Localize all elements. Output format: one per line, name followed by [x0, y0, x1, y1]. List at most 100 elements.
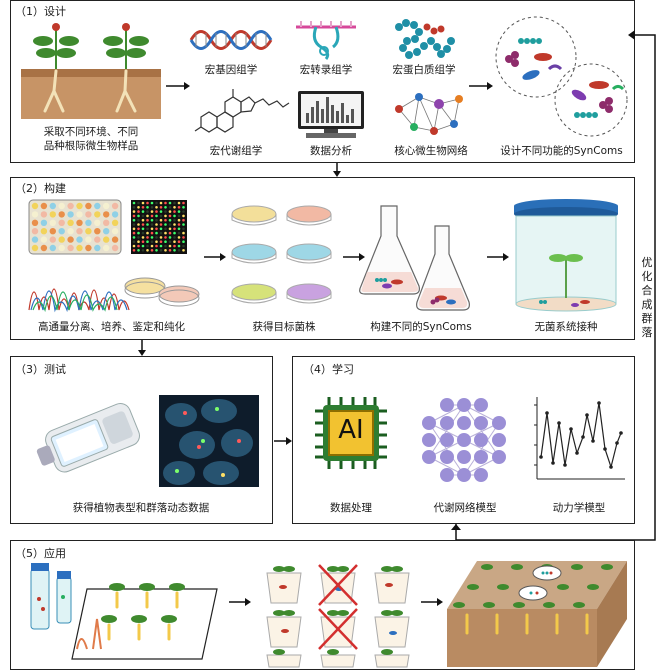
computer-icon: [298, 91, 364, 138]
well: [58, 211, 65, 218]
culture-dishes-grid: [231, 205, 332, 304]
array-spot: [146, 201, 149, 205]
field-application-illustration: [447, 561, 627, 667]
rna-icon: [296, 21, 356, 60]
test-title: （3）测试: [15, 363, 66, 376]
metagenomics-caption: 宏基因组学: [204, 64, 258, 76]
dynamics-model-plot: [534, 397, 625, 480]
sampling-caption-line1: 采取不同环境、不同: [43, 126, 139, 138]
strains-caption: 获得目标菌株: [252, 321, 316, 333]
array-spot: [141, 244, 145, 248]
well: [58, 244, 65, 252]
phenotype-caption: 获得植物表型和群落动态数据: [72, 502, 210, 514]
design-panel: （1）设计 采取不同环境、不同 品种根际微生物样品: [10, 0, 635, 163]
array-spot: [168, 227, 172, 231]
array-spot: [132, 227, 136, 231]
array-spot: [173, 227, 176, 231]
well: [103, 228, 110, 235]
well: [76, 211, 83, 218]
core-network-caption: 核心微生物网络: [394, 145, 468, 157]
array-spot: [173, 249, 176, 252]
well: [111, 219, 119, 226]
array-spot: [168, 218, 172, 222]
array-spot: [168, 210, 172, 213]
array-spot: [173, 240, 176, 243]
array-spot: [182, 214, 185, 218]
array-spot: [150, 201, 154, 205]
array-spot: [146, 240, 149, 243]
well: [94, 219, 101, 226]
array-spot: [137, 231, 140, 235]
array-spot: [168, 244, 172, 248]
well: [76, 202, 83, 210]
array-spot: [150, 240, 154, 243]
well: [103, 211, 110, 218]
array-spot: [137, 227, 140, 231]
well: [40, 202, 48, 210]
array-spot: [137, 223, 140, 226]
arrow-right-icon: [204, 253, 226, 261]
array-spot: [164, 206, 167, 209]
array-spot: [182, 223, 185, 226]
build-syncoms-caption: 构建不同的SynComs: [370, 321, 472, 333]
array-spot: [150, 227, 154, 231]
design-title: （1）设计: [15, 5, 66, 18]
well: [111, 244, 119, 252]
array-spot: [168, 240, 172, 243]
isolation-caption: 高通量分离、培养、鉴定和纯化: [38, 321, 185, 333]
array-spot: [146, 244, 149, 248]
arrow-right-icon: [487, 253, 509, 261]
array-spot: [164, 210, 167, 213]
chromatogram-icon: [28, 288, 130, 313]
well: [31, 236, 39, 243]
array-spot: [132, 210, 136, 213]
array-spot: [150, 231, 154, 235]
array-spot: [137, 240, 140, 243]
build-title: （2）构建: [15, 182, 66, 195]
array-spot: [164, 201, 167, 205]
array-spot: [141, 227, 145, 231]
array-spot: [155, 206, 158, 209]
well: [67, 202, 74, 210]
microbial-network-icon: [395, 93, 463, 135]
dynamics-model-caption: 动力学模型: [552, 502, 606, 514]
arrow-right-icon: [274, 437, 292, 445]
well: [67, 228, 74, 235]
well: [67, 244, 74, 252]
well: [31, 219, 39, 226]
pot-screening-grid: [266, 564, 410, 668]
array-spot: [173, 223, 176, 226]
array-spot: [177, 218, 181, 222]
array-spot: [182, 231, 185, 235]
array-spot: [141, 240, 145, 243]
array-spot: [146, 249, 149, 252]
plant-sampling-illustration: [21, 23, 161, 119]
well: [103, 244, 110, 252]
array-spot: [173, 214, 176, 218]
array-spot: [168, 249, 172, 252]
well: [111, 228, 119, 235]
array-spot: [182, 218, 185, 222]
array-spot: [155, 231, 158, 235]
well: [49, 236, 56, 243]
array-spot: [177, 249, 181, 252]
array-spot: [155, 240, 158, 243]
well: [76, 236, 83, 243]
array-spot: [177, 206, 181, 209]
test-panel: （3）测试 获得植物表型和群落动态数据: [10, 356, 273, 524]
array-spot: [159, 218, 163, 222]
array-spot: [182, 240, 185, 243]
handheld-device-icon: [36, 402, 140, 473]
well: [49, 211, 56, 218]
well: [67, 236, 74, 243]
array-spot: [137, 244, 140, 248]
array-spot: [173, 244, 176, 248]
well: [94, 244, 101, 252]
sterile-caption: 无菌系统接种: [534, 321, 598, 333]
array-spot: [177, 240, 181, 243]
well: [85, 202, 92, 210]
array-spot: [168, 201, 172, 205]
apply-panel: （5）应用: [10, 540, 635, 670]
array-spot: [155, 210, 158, 213]
array-spot: [150, 218, 154, 222]
